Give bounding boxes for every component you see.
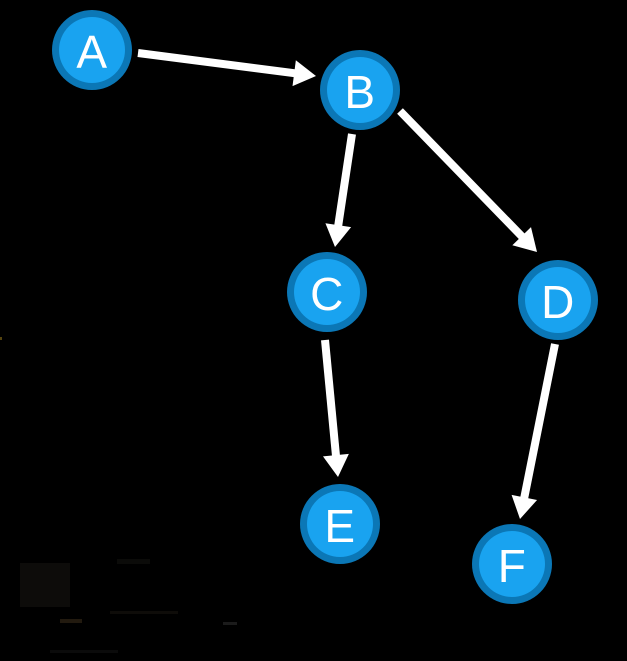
edge-line bbox=[519, 343, 559, 505]
node-D[interactable]: D bbox=[518, 260, 598, 340]
arrowhead-icon bbox=[512, 227, 537, 252]
node-label: D bbox=[541, 276, 575, 328]
arrowhead-icon bbox=[511, 494, 538, 519]
node-B[interactable]: B bbox=[320, 50, 400, 130]
edge-C-E bbox=[321, 339, 349, 477]
node-C[interactable]: C bbox=[287, 252, 367, 332]
node-fill bbox=[294, 259, 360, 325]
node-fill bbox=[59, 17, 125, 83]
edge-D-F bbox=[511, 343, 559, 519]
node-label: E bbox=[324, 500, 355, 552]
arrowhead-icon bbox=[292, 60, 316, 87]
edge-B-C bbox=[325, 133, 356, 247]
node-label: C bbox=[310, 268, 344, 320]
edge-B-D bbox=[397, 108, 537, 252]
edge-line bbox=[397, 108, 529, 244]
node-fill bbox=[479, 531, 545, 597]
node-fill bbox=[327, 57, 393, 123]
arrowhead-icon bbox=[325, 223, 352, 247]
edge-line bbox=[333, 133, 356, 232]
node-E[interactable]: E bbox=[300, 484, 380, 564]
node-fill bbox=[525, 267, 591, 333]
node-fill bbox=[307, 491, 373, 557]
node-label: F bbox=[498, 540, 527, 592]
edges-layer bbox=[137, 49, 559, 519]
node-A[interactable]: A bbox=[52, 10, 132, 90]
arrowhead-icon bbox=[322, 453, 349, 477]
node-label: A bbox=[76, 26, 107, 78]
edge-line bbox=[137, 49, 301, 78]
nodes-layer: A B C D E F bbox=[52, 10, 598, 604]
edge-line bbox=[321, 339, 341, 462]
node-F[interactable]: F bbox=[472, 524, 552, 604]
edge-A-B bbox=[137, 49, 316, 87]
node-label: B bbox=[344, 66, 375, 118]
